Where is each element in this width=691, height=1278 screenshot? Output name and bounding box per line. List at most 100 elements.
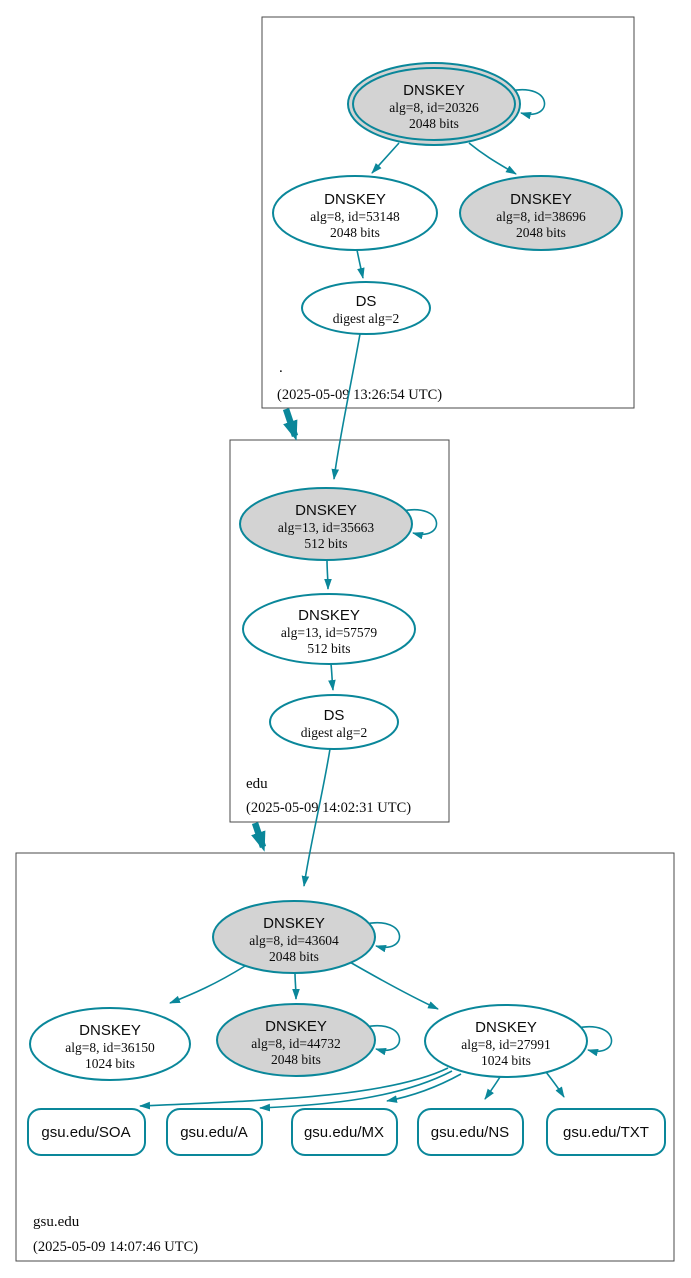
edge-key27991-to-mx [386,1073,462,1103]
dnskey-53148-title: DNSKEY [324,191,386,208]
edge-key27991-to-txt [545,1071,565,1098]
delegation-arrow-root-to-edu [282,407,299,441]
zone-gsu-timestamp: (2025-05-09 14:07:46 UTC) [33,1239,198,1255]
dnskey-node-53148[interactable]: DNSKEY alg=8, id=53148 2048 bits [272,175,438,251]
zone-edu-name: edu [246,776,268,792]
rrset-soa-label: gsu.edu/SOA [41,1124,130,1141]
rrset-node-ns[interactable]: gsu.edu/NS [417,1108,524,1156]
zone-edu-timestamp: (2025-05-09 14:02:31 UTC) [246,800,411,816]
dnskey-53148-bits: 2048 bits [330,225,380,240]
ds-node-edu[interactable]: DS digest alg=2 [269,694,399,750]
dnskey-43604-ellipse [212,900,376,974]
dnskey-20326-alg: alg=8, id=20326 [389,100,479,115]
dnskey-43604-bits: 2048 bits [269,949,319,964]
edge-edu-ksk-to-zsk [324,559,332,590]
edge-edu-zsk-to-ds [328,663,336,691]
ds-root-title: DS [356,293,377,310]
dnskey-20326-title: DNSKEY [403,82,465,99]
dnskey-36150-bits: 1024 bits [85,1056,135,1071]
dnskey-node-27991[interactable]: DNSKEY alg=8, id=27991 1024 bits [424,1004,588,1078]
dnskey-node-38696[interactable]: DNSKEY alg=8, id=38696 2048 bits [459,175,623,251]
edge-gsu-ksk-self-loop [364,921,401,953]
dnskey-38696-ellipse [459,175,623,251]
dnskey-node-20326[interactable]: DNSKEY alg=8, id=20326 2048 bits [347,62,521,146]
dnskey-35663-bits: 512 bits [304,536,347,551]
ds-edu-digest: digest alg=2 [301,725,367,740]
dnskey-node-43604[interactable]: DNSKEY alg=8, id=43604 2048 bits [212,900,376,974]
rrset-a-box [166,1108,263,1156]
dnskey-43604-alg: alg=8, id=43604 [249,933,339,948]
dnskey-27991-alg: alg=8, id=27991 [461,1037,550,1052]
dnskey-57579-title: DNSKEY [298,607,360,624]
delegation-arrow-edu-to-gsu [251,821,267,852]
edge-gsu-key27991-self-loop [576,1025,613,1057]
dnskey-node-35663[interactable]: DNSKEY alg=13, id=35663 512 bits [239,487,413,561]
zone-gsu-name: gsu.edu [33,1214,80,1230]
rrset-txt-label: gsu.edu/TXT [563,1124,649,1141]
rrset-soa-box [27,1108,146,1156]
rrset-mx-label: gsu.edu/MX [304,1124,384,1141]
edge-key27991-to-ns [484,1076,501,1100]
edge-root-ksk-self-loop [509,88,546,120]
rrset-ns-box [417,1108,524,1156]
edge-root-ksk-to-zsk [371,142,400,174]
rrset-node-a[interactable]: gsu.edu/A [166,1108,263,1156]
dnskey-35663-alg: alg=13, id=35663 [278,520,374,535]
edge-gsu-key44732-self-loop [364,1024,401,1056]
dnskey-43604-title: DNSKEY [263,915,325,932]
dnskey-20326-bits: 2048 bits [409,116,459,131]
dnskey-44732-ellipse [216,1003,376,1077]
dnskey-44732-alg: alg=8, id=44732 [251,1036,340,1051]
dnskey-57579-alg: alg=13, id=57579 [281,625,377,640]
edge-root-zsk-to-ds [356,249,365,279]
dnskey-53148-ellipse [272,175,438,251]
ds-root-ellipse [301,281,431,335]
dnskey-57579-ellipse [242,593,416,665]
dnskey-node-44732[interactable]: DNSKEY alg=8, id=44732 2048 bits [216,1003,376,1077]
edge-key27991-to-soa [139,1067,449,1110]
dnskey-20326-outer-ellipse [347,62,521,146]
rrset-txt-box [546,1108,666,1156]
dnskey-node-57579[interactable]: DNSKEY alg=13, id=57579 512 bits [242,593,416,665]
dnskey-38696-alg: alg=8, id=38696 [496,209,586,224]
dnskey-27991-ellipse [424,1004,588,1078]
edge-edu-ds-to-gsu-ksk [301,748,331,887]
edge-edu-ksk-self-loop [401,508,438,540]
edge-gsu-ksk-to-key36150 [169,965,246,1004]
ds-root-digest: digest alg=2 [333,311,399,326]
edge-gsu-ksk-to-key27991 [347,960,439,1010]
rrset-node-mx[interactable]: gsu.edu/MX [291,1108,398,1156]
ds-edu-title: DS [324,707,345,724]
dnskey-35663-title: DNSKEY [295,502,357,519]
ds-node-root[interactable]: DS digest alg=2 [301,281,431,335]
edge-root-ksk-to-key38696 [468,142,517,175]
zone-gsu-box [15,852,675,1262]
rrset-a-label: gsu.edu/A [180,1124,248,1141]
dnskey-node-36150[interactable]: DNSKEY alg=8, id=36150 1024 bits [29,1007,191,1081]
rrset-node-soa[interactable]: gsu.edu/SOA [27,1108,146,1156]
rrset-mx-box [291,1108,398,1156]
rrset-node-txt[interactable]: gsu.edu/TXT [546,1108,666,1156]
dnskey-38696-title: DNSKEY [510,191,572,208]
edge-gsu-ksk-to-key44732 [292,972,300,1000]
edge-root-ds-to-edu-ksk [331,333,361,480]
dnskey-57579-bits: 512 bits [307,641,350,656]
dnskey-35663-ellipse [239,487,413,561]
dnskey-27991-bits: 1024 bits [481,1053,531,1068]
dnskey-53148-alg: alg=8, id=53148 [310,209,400,224]
ds-edu-ellipse [269,694,399,750]
dnskey-44732-title: DNSKEY [265,1018,327,1035]
dnskey-27991-title: DNSKEY [475,1019,537,1036]
dnskey-44732-bits: 2048 bits [271,1052,321,1067]
zone-root-timestamp: (2025-05-09 13:26:54 UTC) [277,387,442,403]
zone-root-name: . [279,360,283,376]
edge-key27991-to-a [259,1070,453,1112]
dnskey-36150-ellipse [29,1007,191,1081]
dnskey-20326-inner-ellipse [352,67,516,141]
rrset-ns-label: gsu.edu/NS [431,1124,509,1141]
zone-root-box [261,16,635,409]
dnskey-36150-alg: alg=8, id=36150 [65,1040,155,1055]
dnskey-36150-title: DNSKEY [79,1022,141,1039]
